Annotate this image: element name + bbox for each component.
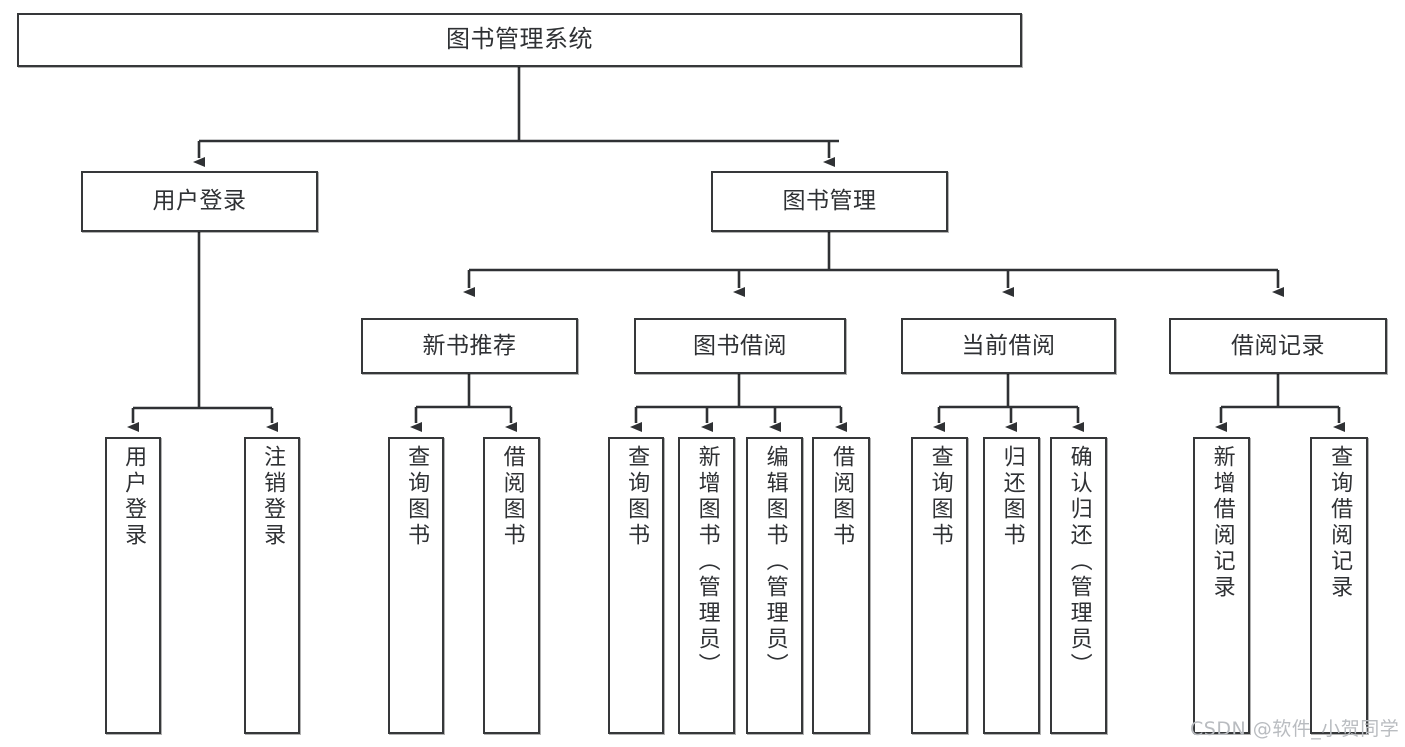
- node-borrow-record[interactable]: 借阅记录: [1169, 318, 1387, 374]
- node-book-management[interactable]: 图书管理: [711, 171, 948, 232]
- leaf-add-borrow-record[interactable]: 新增借阅记录: [1193, 437, 1250, 734]
- node-label: 确认归还（管理员）: [1066, 445, 1092, 679]
- leaf-edit-book-admin[interactable]: 编辑图书（管理员）: [746, 437, 803, 734]
- node-label: 图书管理: [782, 188, 877, 215]
- node-label: 当前借阅: [961, 332, 1056, 359]
- leaf-logout[interactable]: 注销登录: [244, 437, 300, 734]
- node-root-system[interactable]: 图书管理系统: [17, 13, 1022, 67]
- leaf-return-book[interactable]: 归还图书: [983, 437, 1040, 734]
- node-book-borrow[interactable]: 图书借阅: [634, 318, 846, 374]
- node-label: 用户登录: [121, 445, 147, 549]
- node-label: 图书借阅: [693, 332, 787, 359]
- node-label: 新增借阅记录: [1209, 445, 1235, 601]
- leaf-user-login[interactable]: 用户登录: [105, 437, 161, 734]
- node-label: 编辑图书（管理员）: [762, 445, 788, 679]
- node-current-borrow[interactable]: 当前借阅: [901, 318, 1116, 374]
- leaf-query-book-recommend[interactable]: 查询图书: [388, 437, 444, 734]
- node-user-login[interactable]: 用户登录: [81, 171, 318, 232]
- leaf-confirm-return-admin[interactable]: 确认归还（管理员）: [1050, 437, 1107, 734]
- node-label: 查询图书: [624, 445, 650, 549]
- node-label: 图书管理系统: [446, 25, 593, 54]
- leaf-borrow-book-recommend[interactable]: 借阅图书: [483, 437, 540, 734]
- node-label: 借阅图书: [499, 445, 525, 549]
- leaf-add-book-admin[interactable]: 新增图书（管理员）: [678, 437, 735, 734]
- node-label: 借阅图书: [829, 445, 855, 549]
- node-label: 查询图书: [927, 445, 953, 549]
- watermark: CSDN @软件_小贺同学: [1190, 718, 1400, 740]
- leaf-borrow-book[interactable]: 借阅图书: [812, 437, 870, 734]
- node-label: 新增图书（管理员）: [694, 445, 720, 679]
- node-label: 查询借阅记录: [1327, 445, 1353, 601]
- leaf-query-book-current[interactable]: 查询图书: [911, 437, 968, 734]
- leaf-query-borrow-record[interactable]: 查询借阅记录: [1310, 437, 1368, 734]
- node-new-book-recommend[interactable]: 新书推荐: [361, 318, 578, 374]
- node-label: 用户登录: [152, 188, 247, 215]
- node-label: 查询图书: [404, 445, 430, 549]
- node-label: 新书推荐: [422, 332, 517, 359]
- node-label: 归还图书: [999, 445, 1025, 549]
- node-label: 注销登录: [260, 445, 286, 549]
- node-label: 借阅记录: [1231, 332, 1325, 359]
- leaf-query-book-borrow[interactable]: 查询图书: [608, 437, 664, 734]
